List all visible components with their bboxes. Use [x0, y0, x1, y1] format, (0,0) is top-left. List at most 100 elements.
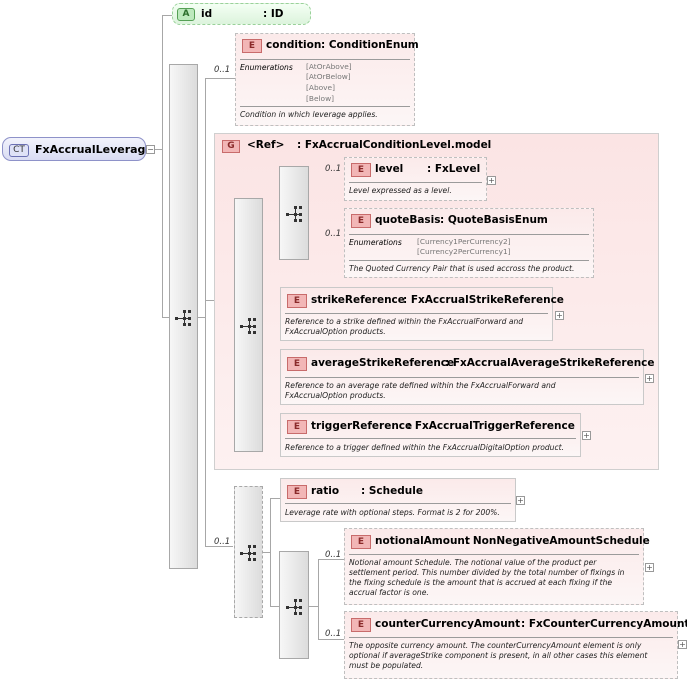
expand-icon[interactable]: +: [645, 374, 654, 383]
level-type: : FxLevel: [427, 163, 481, 175]
level-cardinality: 0..1: [325, 164, 342, 174]
condition-doc: Condition in which leverage applies.: [240, 110, 378, 119]
enum-value: [Currency2PerCurrency1]: [417, 247, 511, 256]
collapse-icon[interactable]: −: [146, 145, 155, 154]
separator: [285, 438, 576, 439]
element-badge: E: [351, 214, 371, 228]
separator: [285, 503, 511, 504]
countercurrency-cardinality: 0..1: [325, 629, 342, 639]
attribute-id[interactable]: A id : ID: [172, 3, 311, 25]
element-badge: E: [287, 294, 307, 308]
notionalamount-type: : NonNegativeAmountSchedule: [465, 535, 650, 547]
strikereference-doc: Reference to a strike defined within the…: [285, 317, 524, 326]
sequence-compositor-main[interactable]: [169, 64, 198, 569]
ratio-connector: [270, 498, 280, 499]
condition-type: : ConditionEnum: [321, 39, 419, 51]
element-badge: E: [351, 535, 371, 549]
averagestrikereference-name: averageStrikeReference: [311, 357, 455, 369]
level-doc: Level expressed as a level.: [349, 186, 452, 195]
element-strikereference[interactable]: E strikeReference : FxAccrualStrikeRefer…: [280, 287, 564, 341]
element-ratio[interactable]: E ratio : Schedule Leverage rate with op…: [280, 478, 516, 522]
root-connector: [162, 15, 163, 317]
separator: [349, 260, 589, 261]
triggerreference-doc: Reference to a trigger defined within th…: [285, 443, 565, 452]
separator: [349, 554, 639, 555]
notionalamount-name: notionalAmount: [375, 535, 470, 547]
separator: [349, 234, 589, 235]
notionalamount-doc: accrual factor is one.: [349, 588, 429, 597]
sequence-compositor-group[interactable]: [234, 198, 263, 452]
sequence-compositor-amounts[interactable]: [279, 551, 309, 659]
element-triggerreference[interactable]: E triggerReference : FxAccrualTriggerRef…: [280, 413, 581, 457]
main-seq-branch: [197, 317, 206, 318]
quotebasis-cardinality: 0..1: [325, 229, 342, 239]
separator: [285, 377, 639, 378]
enum-value: [AtOrBelow]: [306, 72, 351, 81]
triggerreference-name: triggerReference: [311, 420, 413, 432]
ratio-type: : Schedule: [361, 485, 423, 497]
enum-value: [Above]: [306, 83, 335, 92]
element-level[interactable]: E level : FxLevel Level expressed as a l…: [344, 157, 487, 201]
quotebasis-doc: The Quoted Currency Pair that is used ac…: [349, 264, 575, 273]
expand-icon[interactable]: +: [516, 496, 525, 505]
triggerreference-type: : FxAccrualTriggerReference: [407, 420, 575, 432]
averagestrikereference-doc: FxAccrualOption products.: [285, 391, 386, 400]
level-name: level: [375, 163, 404, 175]
seq5-branch: [309, 606, 319, 607]
countercurrencyamount-doc: optional if averageStrike component is p…: [349, 651, 648, 660]
main-seq-branch: [205, 78, 206, 546]
group-ref: <Ref>: [247, 139, 285, 151]
separator: [349, 182, 482, 183]
countercurrencyamount-doc: must be populated.: [349, 661, 424, 670]
expand-icon[interactable]: +: [645, 563, 654, 572]
expand-icon[interactable]: +: [487, 176, 496, 185]
separator: [349, 637, 673, 638]
element-averagestrikereference[interactable]: E averageStrikeReference : FxAccrualAver…: [280, 349, 655, 405]
seq3-branch: [263, 552, 271, 553]
enum-value: [Below]: [306, 94, 335, 103]
strikereference-doc: FxAccrualOption products.: [285, 327, 386, 336]
quotebasis-name: quoteBasis: [375, 214, 441, 226]
element-notionalamount[interactable]: E notionalAmount : NonNegativeAmountSche…: [344, 528, 650, 605]
element-countercurrencyamount[interactable]: E counterCurrencyAmount : FxCounterCurre…: [344, 611, 687, 679]
expand-icon[interactable]: +: [678, 640, 687, 649]
seq3-connector: [205, 546, 233, 547]
seq-connector: [162, 317, 170, 318]
element-condition[interactable]: E condition : ConditionEnum Enumerations…: [235, 33, 419, 126]
sequence-icon: [175, 310, 191, 326]
sequence-compositor-level[interactable]: [279, 166, 309, 260]
countercurrencyamount-type: : FxCounterCurrencyAmount: [521, 618, 687, 630]
element-badge: E: [287, 420, 307, 434]
countercurrencyamount-name: counterCurrencyAmount: [375, 618, 521, 630]
attribute-type: : ID: [263, 8, 284, 20]
expand-icon[interactable]: +: [555, 311, 564, 320]
element-badge: E: [287, 485, 307, 499]
sequence-compositor-optional[interactable]: [234, 486, 263, 618]
quotebasis-type: : QuoteBasisEnum: [440, 214, 548, 226]
separator: [240, 59, 410, 60]
seq5-connector: [270, 606, 280, 607]
element-badge: E: [351, 163, 371, 177]
strikereference-name: strikeReference: [311, 294, 405, 306]
separator: [285, 313, 548, 314]
condition-cardinality: 0..1: [214, 65, 231, 75]
averagestrikereference-type: : FxAccrualAverageStrikeReference: [445, 357, 655, 369]
attribute-name: id: [201, 8, 213, 20]
seq5-branch: [318, 559, 319, 639]
expand-icon[interactable]: +: [582, 431, 591, 440]
notionalamount-doc: the fixing schedule is the amount that i…: [349, 578, 613, 587]
strikereference-type: : FxAccrualStrikeReference: [403, 294, 564, 306]
element-badge: E: [242, 39, 262, 53]
notional-connector: [318, 559, 344, 560]
root-complex-type[interactable]: CT FxAccrualLeverage: [2, 137, 153, 161]
separator: [240, 106, 410, 107]
enumerations-label: Enumerations: [349, 238, 402, 247]
notional-cardinality: 0..1: [325, 550, 342, 560]
enum-value: [Currency1PerCurrency2]: [417, 237, 511, 246]
attr-connector: [162, 15, 172, 16]
enumerations-label: Enumerations: [240, 63, 293, 72]
attribute-badge: A: [177, 8, 195, 21]
element-quotebasis[interactable]: E quoteBasis : QuoteBasisEnum Enumeratio…: [344, 208, 594, 278]
enum-value: [AtOrAbove]: [306, 62, 352, 71]
group-badge: G: [222, 140, 240, 153]
